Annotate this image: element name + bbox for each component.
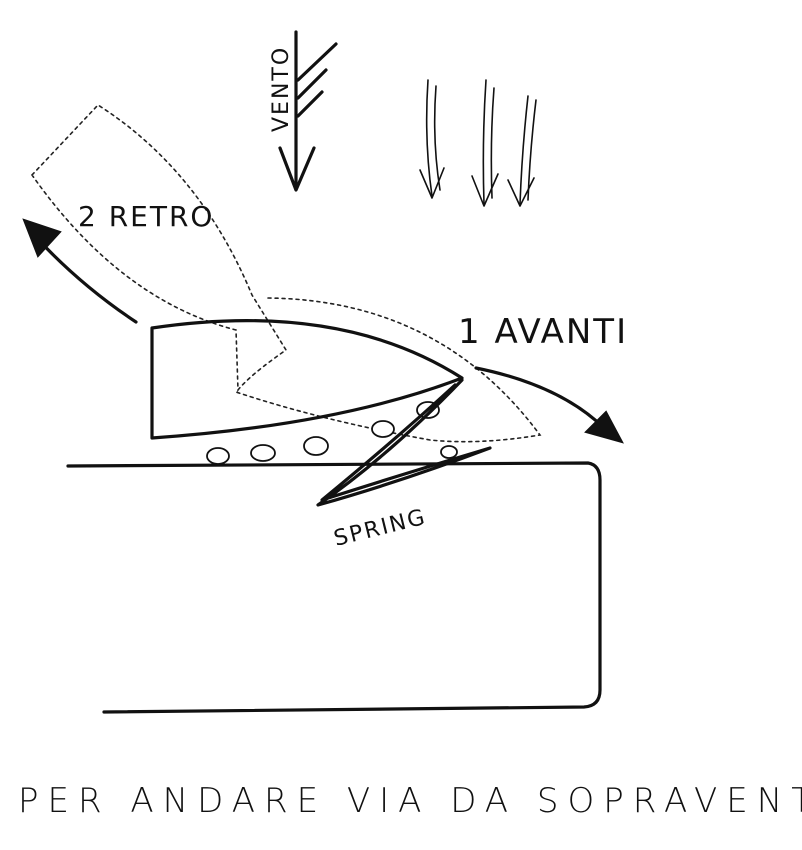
boat-hull xyxy=(150,319,464,440)
dock-outline xyxy=(66,461,602,714)
avanti-label: 1 AVANTI xyxy=(458,312,628,352)
wind-flow-icon xyxy=(419,79,537,207)
fender xyxy=(250,444,276,462)
wind-label: VENTO xyxy=(269,46,294,132)
retro-label: 2 RETRO xyxy=(78,200,214,233)
fender xyxy=(371,420,395,438)
spring-line xyxy=(316,378,492,507)
diagram-caption: PER ANDARE VIA DA SOPRAVENTO xyxy=(18,781,802,821)
fenders xyxy=(206,401,458,465)
fender xyxy=(440,445,458,459)
fender xyxy=(206,447,230,465)
fender xyxy=(303,436,329,456)
retro-arrow-icon xyxy=(22,218,138,324)
boat-rotated-ghost xyxy=(30,103,288,393)
spring-label: SPRING xyxy=(331,505,429,552)
boat-forward-ghost xyxy=(235,297,542,443)
wind-arrow-icon xyxy=(278,30,338,192)
avanti-arrow-icon xyxy=(474,366,624,444)
